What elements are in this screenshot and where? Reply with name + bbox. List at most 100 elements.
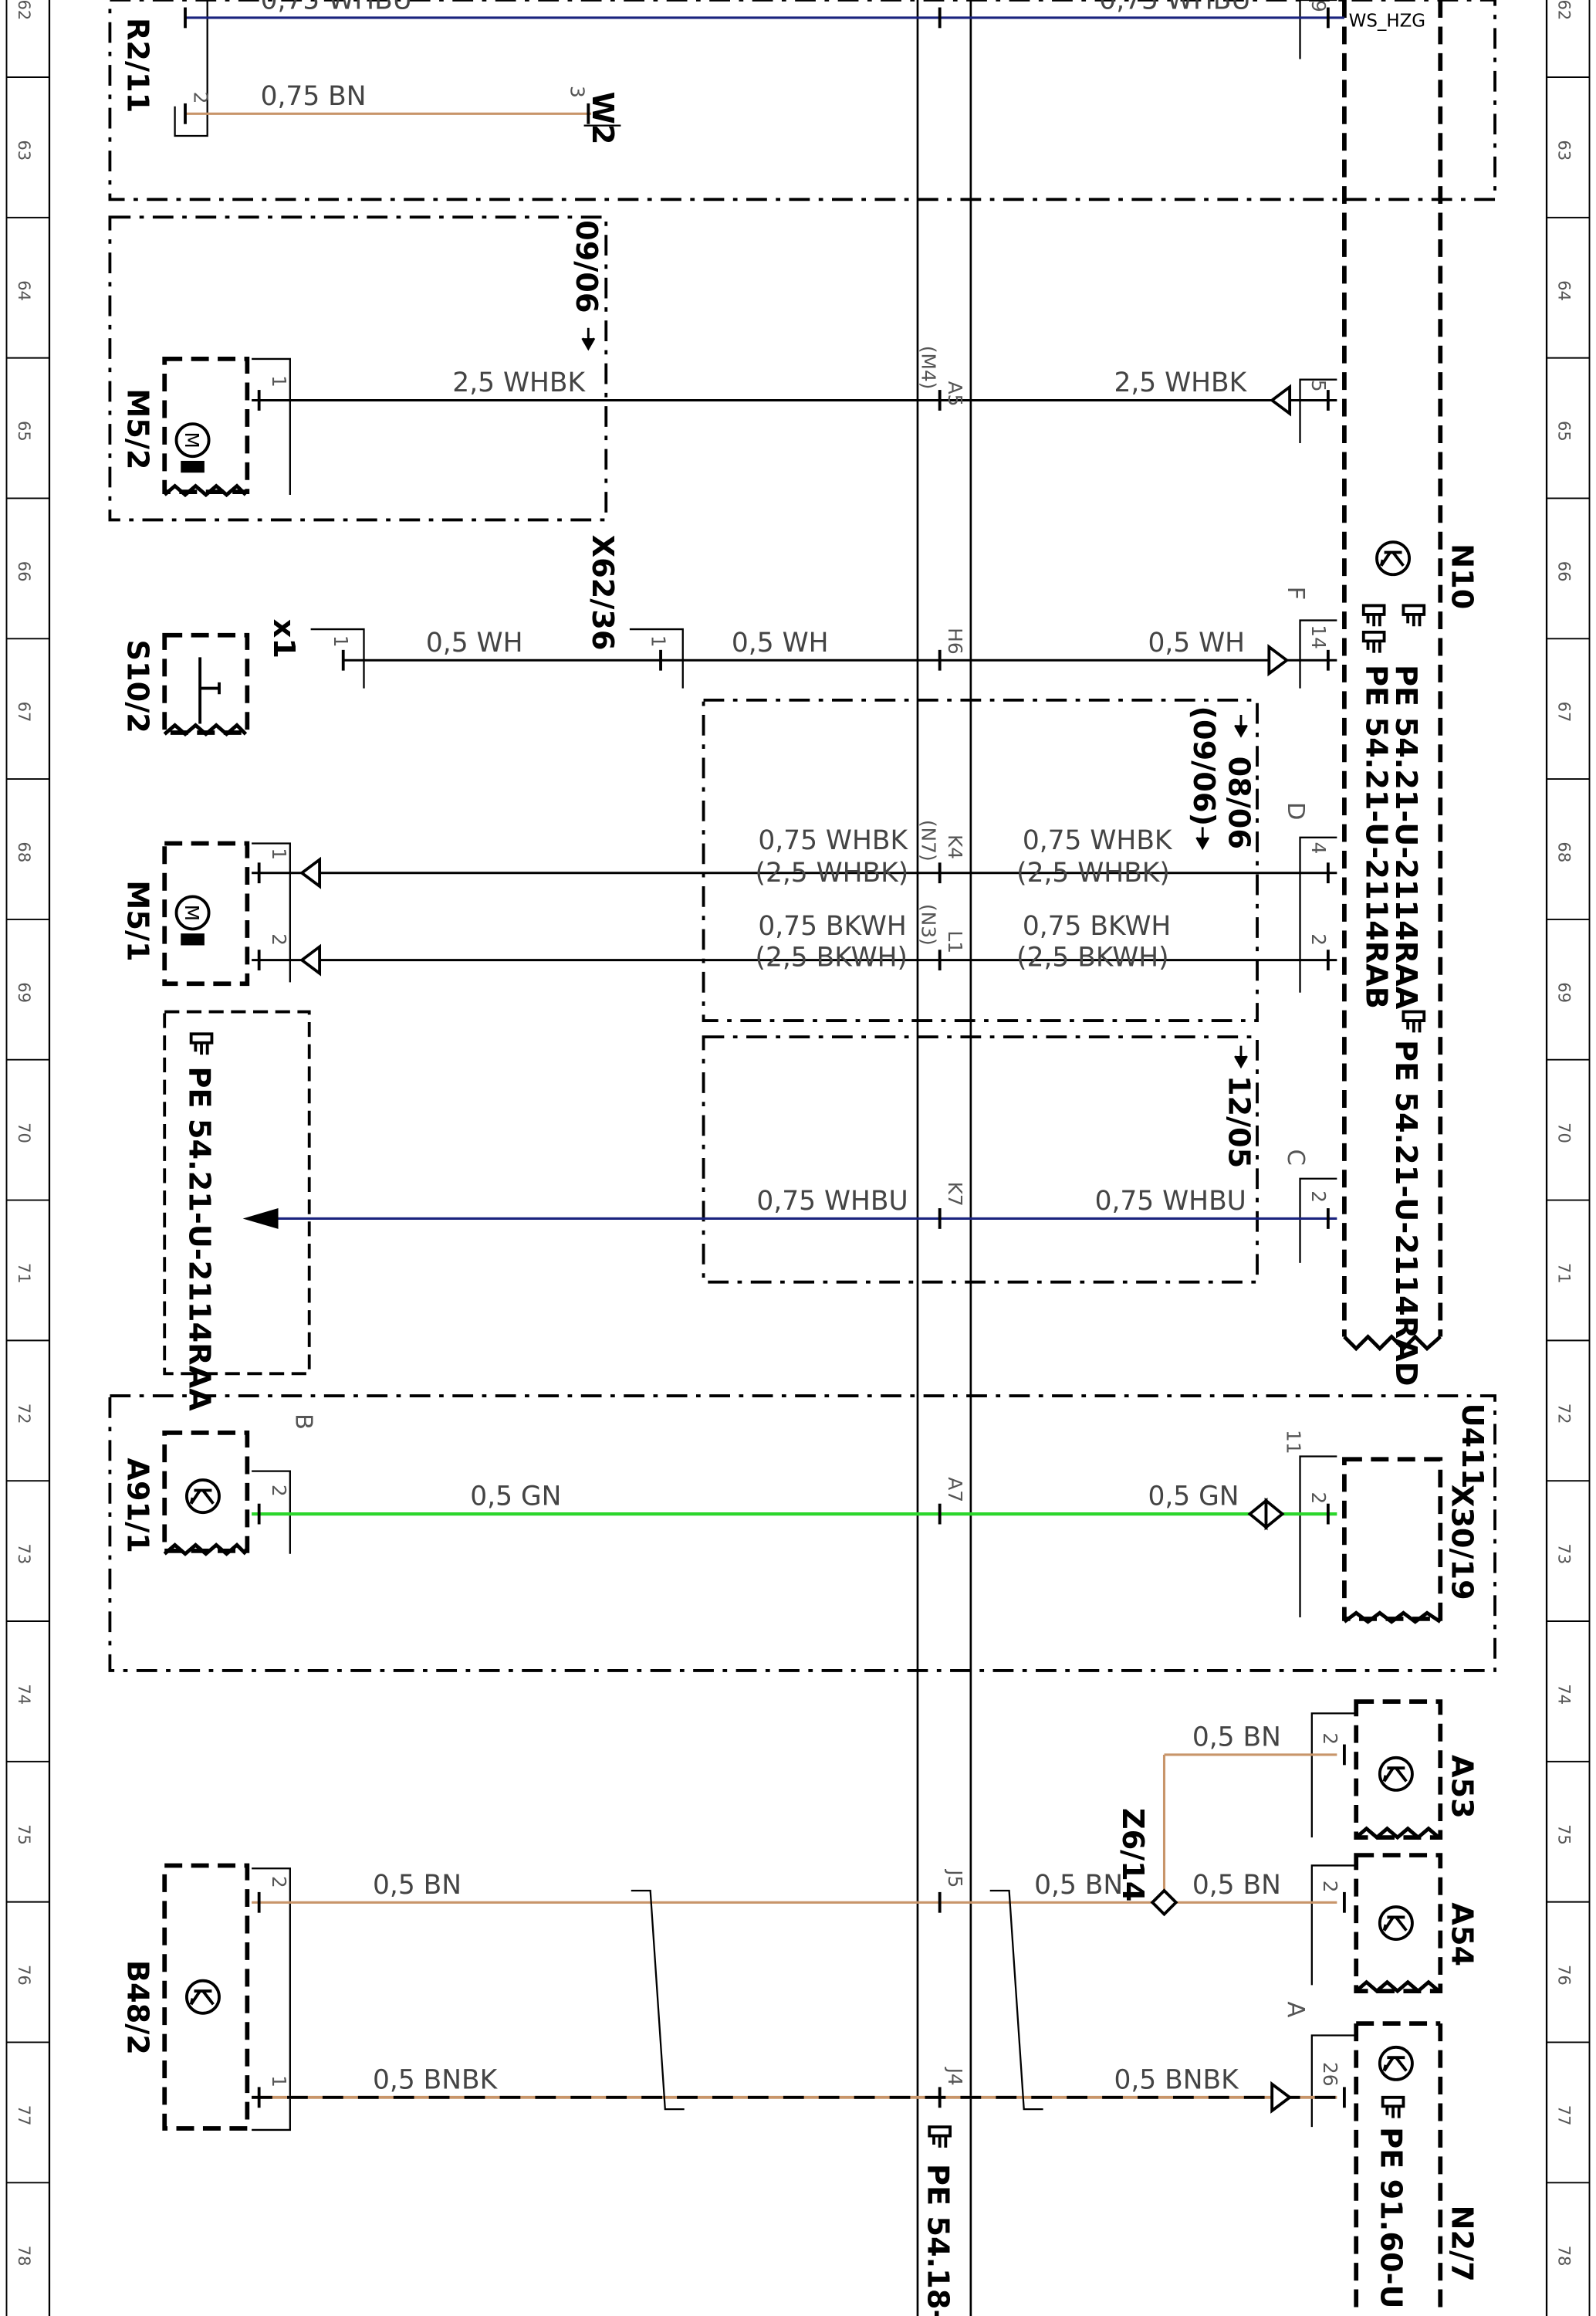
ruler-label: 73: [15, 1544, 34, 1565]
wire-label: 0,75 WHBK: [758, 825, 908, 856]
pin-number: 1: [330, 635, 352, 648]
connector-letter: A: [1282, 2001, 1309, 2017]
wire-label: 0,5 WH: [1148, 628, 1245, 659]
ruler-label: 72: [1554, 1403, 1574, 1424]
component-label-m5-1: M5/1: [120, 880, 154, 961]
pin-label: A7: [944, 1477, 966, 1502]
connector-letter: B: [289, 1414, 316, 1430]
component-label-a53: A53: [1445, 1755, 1479, 1819]
wire-label: 0,5 BN: [1192, 1870, 1281, 1901]
a54-box: [1354, 1853, 1443, 1993]
wire-label: 0,5 GN: [1148, 1481, 1239, 1512]
arrow-icon: [1270, 2081, 1293, 2114]
date-arrow-icons: [581, 327, 1248, 1069]
electronic-icon: [184, 1478, 221, 1515]
right-ruler: [1545, 0, 1591, 2316]
ruler-label: 73: [1554, 1544, 1574, 1565]
box-m5-2-group: [108, 215, 608, 522]
a91-1-box: [162, 1430, 250, 1553]
wire-label: (2,5 BKWH): [1016, 942, 1168, 973]
reference-hand-icon: [1361, 604, 1386, 628]
date-marker: 08/06: [1222, 757, 1256, 849]
pin-number: 5: [1307, 380, 1330, 392]
ruler-label: 62: [15, 0, 34, 20]
component-label-u411: U411: [1455, 1403, 1489, 1489]
ruler-label: 67: [15, 702, 34, 723]
arrow-icon: [1247, 1497, 1268, 1531]
pin-number: 26: [1319, 2062, 1341, 2087]
pin-label: H6: [944, 628, 966, 655]
ref-label-n2-7: PE 91.60-U: [1374, 2127, 1408, 2308]
arrow-icon: [299, 943, 322, 977]
pin-number: 14: [1307, 625, 1330, 649]
component-label-n2-7: N2/7: [1445, 2206, 1479, 2282]
motor-icon: [174, 422, 211, 475]
arrow-icon: [299, 856, 322, 889]
ruler-label: 68: [15, 841, 34, 862]
s10-2-box: [162, 632, 250, 735]
wire-label: 0,5 BNBK: [373, 2064, 499, 2095]
pin-number: 2: [268, 1485, 290, 1497]
ref-label-mid: PE 54.18-: [920, 2164, 955, 2316]
ruler-label: 64: [15, 280, 34, 301]
pin-number: 2: [189, 92, 211, 104]
electronic-icon: [1375, 540, 1412, 577]
wire-label: 0,75 WHBU: [756, 1186, 908, 1217]
box-left-pe-ref: [163, 1010, 311, 1376]
component-label-b48-2: B48/2: [120, 1960, 154, 2055]
pin-number: 2: [1307, 933, 1330, 946]
arrow-icon: [1269, 384, 1292, 417]
wire-label: (2,5 WHBK): [1016, 858, 1170, 889]
wire-label: 0,5 BN: [1192, 1722, 1281, 1752]
connector-letter: C: [1282, 1150, 1309, 1166]
wire-label: 0,75 WHBK: [1023, 825, 1173, 856]
pin-label: A5: [944, 381, 966, 407]
ruler-label: 71: [15, 1263, 34, 1284]
electronic-icon: [184, 1979, 221, 2015]
reference-hand-icon: [928, 2125, 952, 2149]
m5-1-box: [162, 841, 250, 987]
ruler-label: 65: [15, 421, 34, 442]
pin-label: (N3): [918, 904, 940, 946]
pin-label: K7: [944, 1182, 966, 1207]
pin-number: 2: [1307, 1492, 1330, 1504]
ruler-label: 71: [1554, 1263, 1574, 1284]
ruler-label: 78: [15, 2246, 34, 2267]
ruler-label: 67: [1554, 702, 1574, 723]
ruler-label: 74: [15, 1684, 34, 1705]
box-date-08-06: [702, 698, 1259, 1022]
arrow-left-icon: [242, 1208, 279, 1229]
ruler-label: 64: [1554, 280, 1574, 301]
ruler-label: 62: [1554, 0, 1574, 20]
ruler-label: 75: [15, 1824, 34, 1845]
component-break-marks: [163, 483, 1442, 1994]
pin-label: (N7): [918, 820, 940, 862]
pin-label: K4: [944, 835, 966, 859]
ruler-label: 70: [1554, 1122, 1574, 1143]
wire-label: 2,5 WHBK: [1114, 367, 1247, 398]
splice-icon: [1150, 1888, 1178, 1917]
pin-number: 9: [1307, 0, 1330, 12]
pin-label: J5: [944, 1868, 966, 1888]
pin-number: 1: [268, 375, 290, 388]
wire-label: (2,5 BKWH): [756, 942, 908, 973]
component-label-w2: W2: [585, 92, 620, 145]
ruler-label: 77: [1554, 2105, 1574, 2126]
component-label-a54: A54: [1445, 1902, 1479, 1966]
pin-number: 3: [566, 86, 588, 98]
ruler-label: 63: [1554, 140, 1574, 161]
wire-label: 0,75 BKWH: [1023, 911, 1171, 942]
ruler-label: 76: [1554, 1965, 1574, 1986]
component-label-z6-14: Z6/14: [1115, 1808, 1150, 1902]
pin-number: 2: [268, 933, 290, 946]
pin-number: 2: [1319, 1732, 1341, 1745]
ruler-label: 75: [1554, 1824, 1574, 1845]
switch-icon: [198, 657, 221, 724]
pin-number: 4: [1307, 842, 1330, 855]
motor-icon: [174, 895, 211, 947]
wire-label: 0,75 BKWH: [758, 911, 906, 942]
m5-2-box: [162, 357, 250, 494]
twisted-pair-mark: [631, 1889, 685, 2111]
reference-hand-icon: [189, 1032, 214, 1056]
